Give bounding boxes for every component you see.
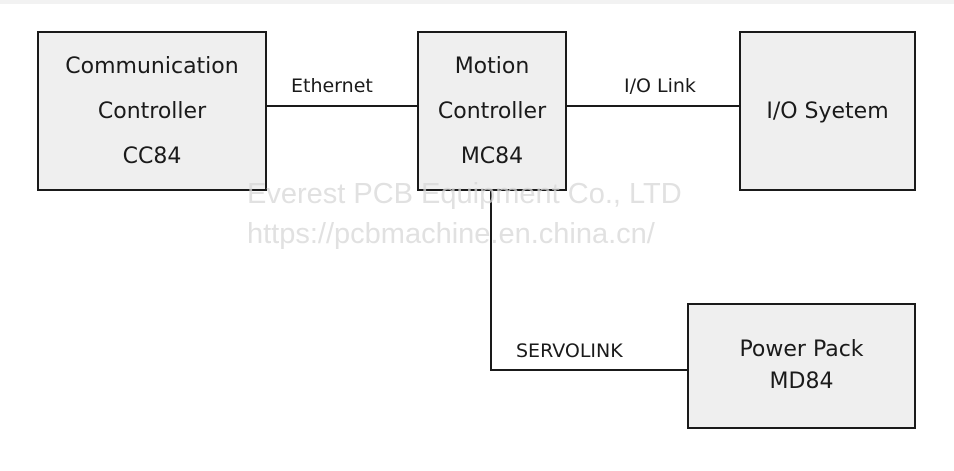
node-label: Communication bbox=[65, 53, 239, 79]
io-link-label: I/O Link bbox=[624, 75, 696, 97]
io-link-connector bbox=[567, 105, 739, 107]
watermark-company: Everest PCB Equipment Co., LTD bbox=[247, 178, 682, 210]
node-label: CC84 bbox=[122, 143, 182, 169]
power-pack-node: Power Pack MD84 bbox=[687, 303, 916, 429]
node-label: MC84 bbox=[460, 143, 524, 169]
servolink-label: SERVOLINK bbox=[516, 340, 623, 362]
node-label: Motion bbox=[454, 53, 530, 79]
io-system-node: I/O Syetem bbox=[739, 31, 916, 191]
top-divider bbox=[0, 0, 954, 4]
node-label: I/O Syetem bbox=[766, 98, 889, 124]
node-label: Controller bbox=[97, 98, 207, 124]
servolink-connector-vertical bbox=[490, 191, 492, 371]
node-label: MD84 bbox=[769, 369, 834, 394]
watermark-url: https://pcbmachine.en.china.cn/ bbox=[247, 218, 655, 250]
communication-controller-node: Communication Controller CC84 bbox=[37, 31, 267, 191]
node-label: Power Pack bbox=[739, 337, 864, 362]
servolink-connector-horizontal bbox=[490, 369, 687, 371]
motion-controller-node: Motion Controller MC84 bbox=[417, 31, 567, 191]
ethernet-label: Ethernet bbox=[291, 75, 373, 97]
node-label: Controller bbox=[437, 98, 547, 124]
ethernet-connector bbox=[267, 105, 417, 107]
